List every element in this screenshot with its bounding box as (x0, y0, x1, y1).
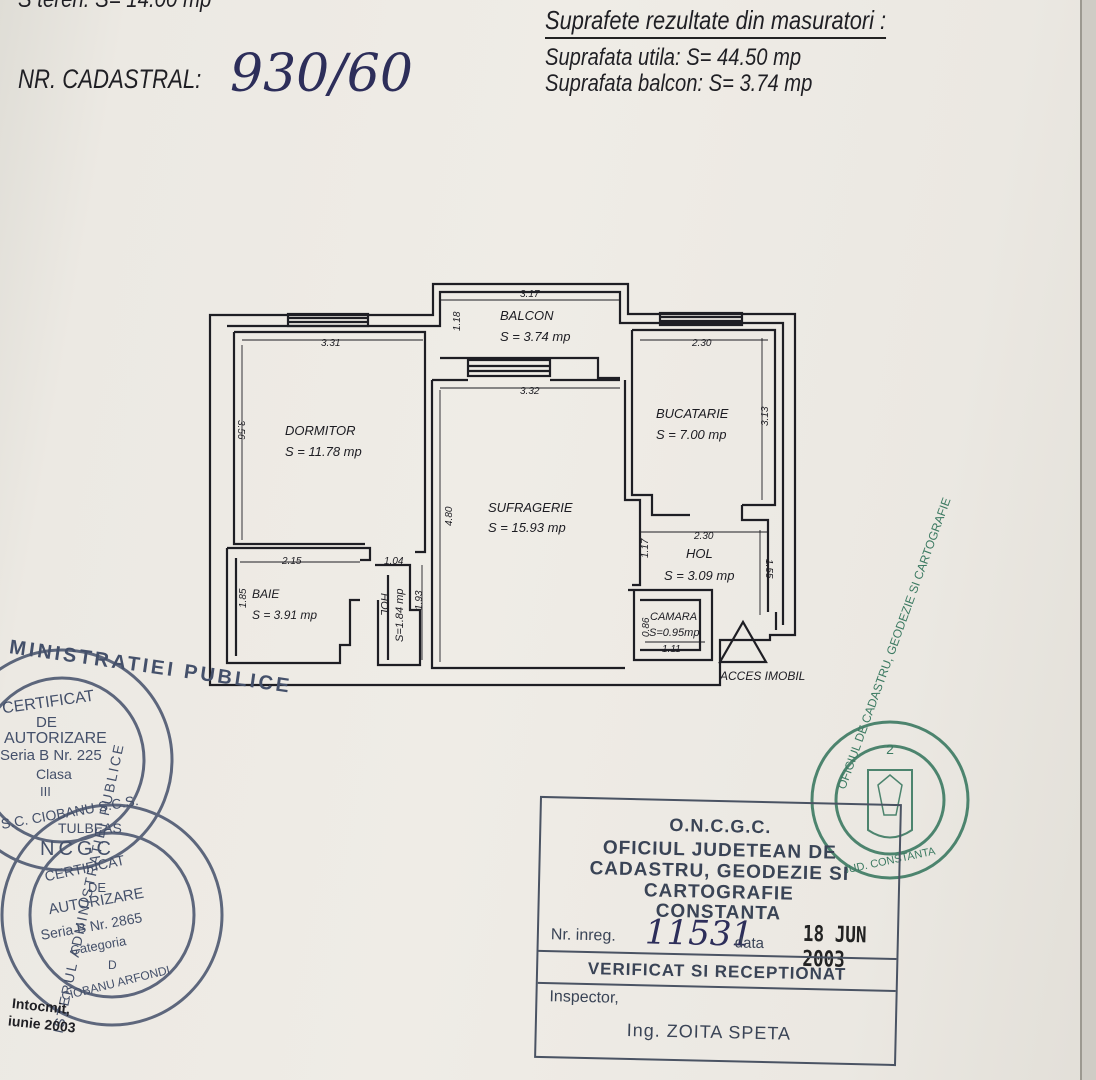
cadastral-number-handwritten: 930/60 (230, 44, 413, 104)
dim-balcon-width: 3.17 (520, 289, 540, 300)
room-dormitor-name: DORMITOR (285, 423, 356, 438)
oncgc-reg-label: Nr. inreg. (550, 926, 616, 945)
room-hol-area: S = 3.09 mp (664, 568, 734, 583)
room-camara-area: S=0.95mp (649, 627, 699, 639)
room-bucatarie-area: S = 7.00 mp (656, 427, 726, 442)
oncgc-stamp: O.N.C.G.C. OFICIUL JUDETEAN DE CADASTRU,… (534, 795, 902, 1067)
room-sufragerie-name: SUFRAGERIE (488, 500, 573, 515)
left-stamp-ncgc: NCGC (40, 838, 115, 860)
dim-baie-width: 2.15 (281, 556, 302, 567)
dim-bucatarie-width: 2.30 (691, 338, 712, 349)
window-bucatarie (658, 311, 744, 327)
room-hol-name: HOL (686, 546, 713, 561)
left-stamp-cert-class-value: III (40, 784, 51, 799)
dim-hol-width: 2.30 (693, 531, 714, 542)
access-triangle (718, 619, 768, 664)
round-stamp-number: 2 (886, 741, 894, 757)
surfaces-title: Suprafete rezultate din masuratori : (545, 5, 887, 39)
left-stamp-tulbeas: TULBEAS (58, 820, 122, 836)
oncgc-inspector-name: Ing. ZOITA SPETA (626, 1019, 792, 1044)
oncgc-date-label: data (734, 934, 765, 953)
room-sufragerie-area: S = 15.93 mp (488, 520, 566, 535)
round-stamp-ring (810, 720, 970, 880)
land-area-text: S teren: S= 14.00 mp (18, 0, 211, 14)
dim-camara-width: 1.11 (662, 644, 681, 655)
room-dormitor-area: S = 11.78 mp (285, 444, 362, 459)
cadastral-label: NR. CADASTRAL: (18, 64, 202, 94)
left-stamp-cert2-de: DE (88, 880, 107, 895)
room-hol-left-area: S=1.84 mp (394, 588, 406, 642)
window-sufragerie (466, 358, 552, 378)
dim-sufragerie-width: 3.32 (520, 386, 540, 397)
dim-baie-depth: 1.85 (238, 588, 249, 608)
left-stamp-cert-series: Seria B Nr. 225 (0, 747, 102, 764)
binder-edge (1082, 0, 1096, 1080)
dim-hol-depth: 1.17 (640, 538, 651, 558)
dim-bucatarie-depth: 3.13 (760, 406, 771, 426)
left-stamp-cert-clasa: Clasa (36, 766, 72, 782)
useful-area-text: Suprafata utila: S= 44.50 mp (545, 44, 802, 71)
dim-balcon-depth: 1.18 (452, 311, 463, 331)
page-edge-line (1080, 0, 1082, 1080)
left-stamp-cert2-category-value: D (108, 958, 117, 972)
room-baie-name: BAIE (252, 587, 280, 601)
dim-hol-left-width: 1.04 (384, 556, 404, 567)
room-bucatarie-name: BUCATARIE (656, 406, 729, 421)
access-label: ACCES IMOBIL (719, 669, 805, 683)
coat-of-arms-icon (867, 769, 913, 839)
plan-outer-wall (208, 282, 797, 687)
dim-dormitor-depth: 3.56 (235, 420, 246, 440)
left-stamp-ring (0, 648, 174, 872)
left-stamp-cert-autorizare: AUTORIZARE (4, 730, 107, 747)
dim-sufragerie-depth: 4.80 (444, 506, 455, 526)
left-stamp-ring-2 (0, 803, 224, 1027)
dim-hol-right-depth: 1.55 (763, 559, 774, 579)
room-hol-left-name: HOL (378, 593, 390, 616)
dim-dormitor-width: 3.31 (321, 338, 340, 349)
room-camara-name: CAMARA (650, 611, 697, 623)
room-baie-area: S = 3.91 mp (252, 608, 317, 622)
dim-hol-left-depth: 1.93 (414, 590, 425, 610)
balcony-area-text: Suprafata balcon: S= 3.74 mp (545, 70, 813, 97)
window-dormitor (286, 312, 370, 328)
room-balcon-area: S = 3.74 mp (500, 329, 570, 344)
left-stamp-cert-de: DE (36, 714, 57, 731)
dim-camara-depth: 0.86 (641, 617, 652, 637)
oncgc-inspector-label: Inspector, (549, 988, 620, 1007)
room-balcon-name: BALCON (500, 308, 554, 323)
